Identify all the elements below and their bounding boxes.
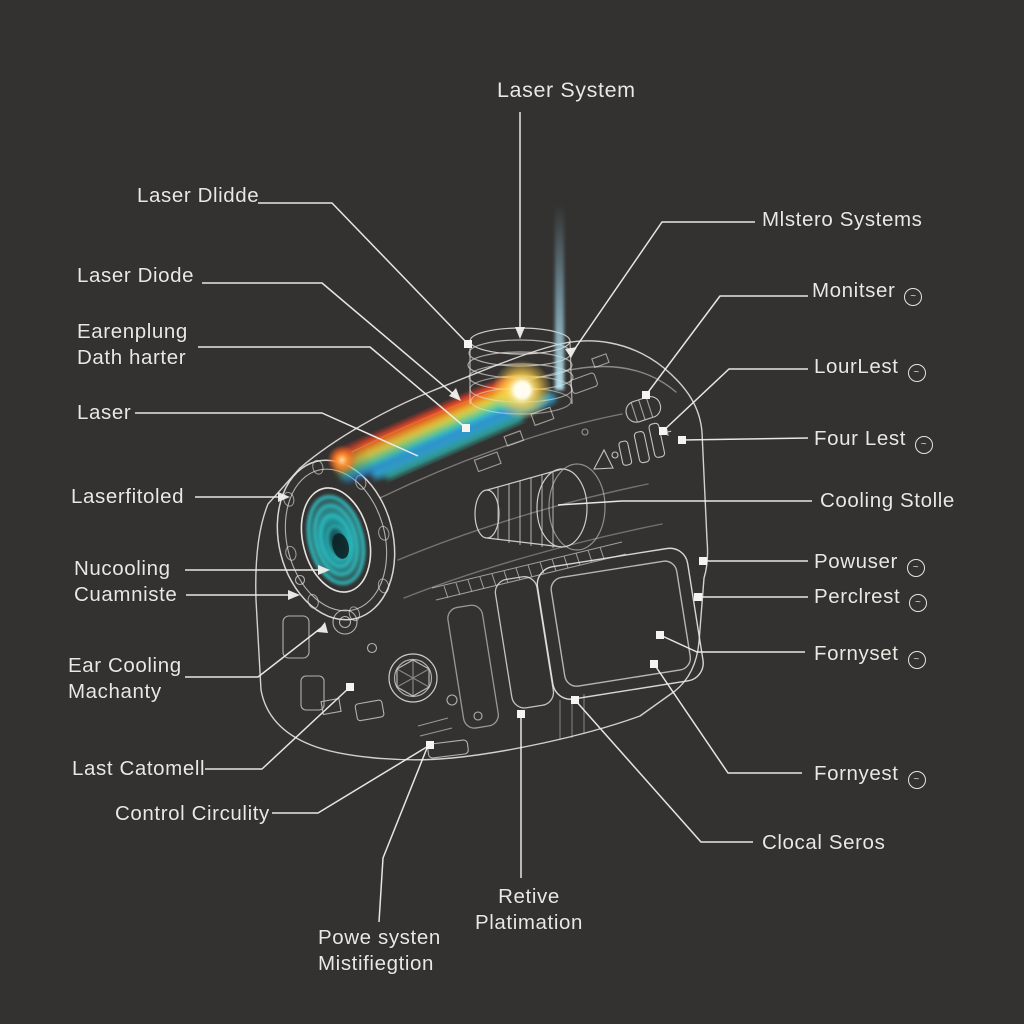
label-earenplung-dath-harter: Earenplung Dath harter [77, 320, 188, 369]
label-laserfitoled: Laserfitoled [71, 485, 185, 508]
front-lens [276, 459, 396, 622]
battery-panel [536, 547, 704, 700]
label-fornyset: Fornyset~ [814, 641, 926, 669]
status-circle-icon: ~ [909, 594, 928, 612]
ribbed-rail [431, 541, 627, 601]
leader-node-markers [346, 340, 707, 749]
status-circle-icon: ~ [906, 559, 925, 577]
side-slabs [447, 576, 555, 729]
label-clocal-seros: Clocal Seros [762, 831, 886, 854]
label-laser-dlidde: Laser Dlidde [137, 184, 260, 207]
label-powe-systen-mistifiegtion: Powe systen Mistifiegtion [318, 926, 441, 975]
deck-controls [473, 353, 672, 473]
label-four-lest: Four Lest~ [814, 426, 933, 454]
label-laser: Laser [77, 401, 132, 424]
label-laser-diode: Laser Diode [77, 264, 195, 287]
status-circle-icon: ~ [907, 364, 926, 382]
cooling-fan [388, 653, 438, 703]
chassis-details [282, 574, 585, 759]
label-laser-system: Laser System [497, 78, 636, 102]
label-nucooling-cuamniste: Nucooling Cuamniste [74, 557, 178, 606]
label-perclrest: Perclrest~ [814, 584, 928, 612]
label-lourlest: LourLest~ [814, 354, 926, 382]
status-circle-icon: ~ [907, 651, 926, 669]
label-monitser: Monitser~ [812, 278, 923, 306]
label-last-catomell: Last Catomell [72, 757, 206, 780]
leader-lines [135, 112, 812, 923]
vertical-beam [555, 205, 564, 390]
label-fornyest: Fornyest~ [814, 761, 926, 789]
status-circle-icon: ~ [915, 436, 933, 454]
label-mlstero-systems: Mlstero Systems [762, 208, 923, 231]
status-circle-icon: ~ [907, 771, 926, 789]
label-retive-platimation: Retive Platimation [474, 885, 583, 934]
status-circle-icon: ~ [904, 288, 923, 306]
internal-lens-barrel [474, 463, 606, 551]
label-control-circulity: Control Circulity [115, 802, 270, 825]
label-cooling-stolle: Cooling Stolle [820, 489, 955, 512]
leader-arrowheads [278, 327, 577, 633]
label-powuser: Powuser~ [814, 549, 925, 577]
laser-flare-core [513, 381, 531, 399]
label-ear-cooling-machanty: Ear Cooling Machanty [68, 654, 182, 703]
